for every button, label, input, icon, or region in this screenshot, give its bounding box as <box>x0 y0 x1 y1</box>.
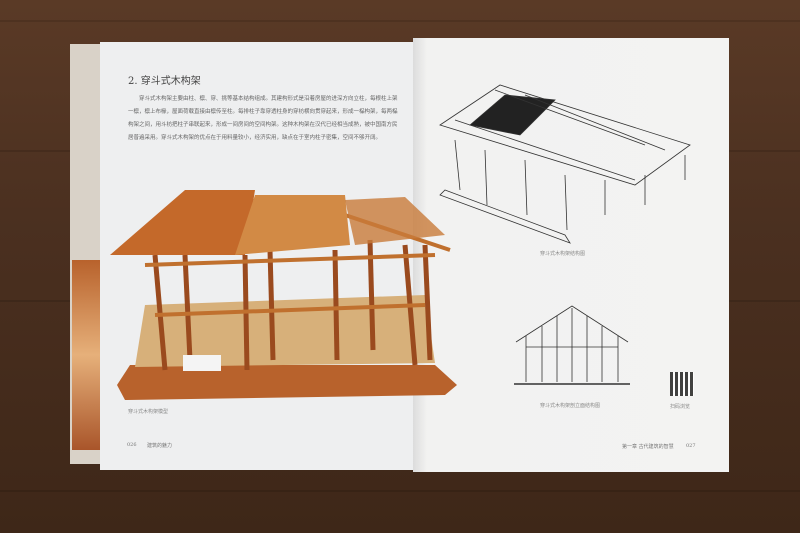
elevation-caption: 穿斗式木构架剖立面结构图 <box>540 403 601 409</box>
running-head-left: 建筑的魅力 <box>147 443 173 449</box>
structure-diagram-caption: 穿斗式木构架结构图 <box>540 251 586 257</box>
structure-axonometric-drawing <box>439 84 691 244</box>
running-head-right: 第一章 古代建筑的智慧 <box>622 444 674 450</box>
timber-frame-model-photo <box>110 190 457 400</box>
body-text: 穿斗式木构架主要由柱、檩、穿、挑等基本结构组成。其建构形式是沿着房屋的进深方向立… <box>128 96 398 141</box>
page-number-right: 027 <box>686 443 696 449</box>
qr-code[interactable] <box>670 372 694 396</box>
qr-caption: 扫码浏览 <box>670 404 691 410</box>
underlying-page-photo <box>72 260 100 450</box>
section-heading: 2. 穿斗式木构架 <box>128 76 201 87</box>
section-elevation-drawing <box>514 305 630 385</box>
page-number-left: 026 <box>127 442 137 448</box>
right-page <box>413 38 729 472</box>
photo-caption: 穿斗式木构架模型 <box>128 409 169 415</box>
